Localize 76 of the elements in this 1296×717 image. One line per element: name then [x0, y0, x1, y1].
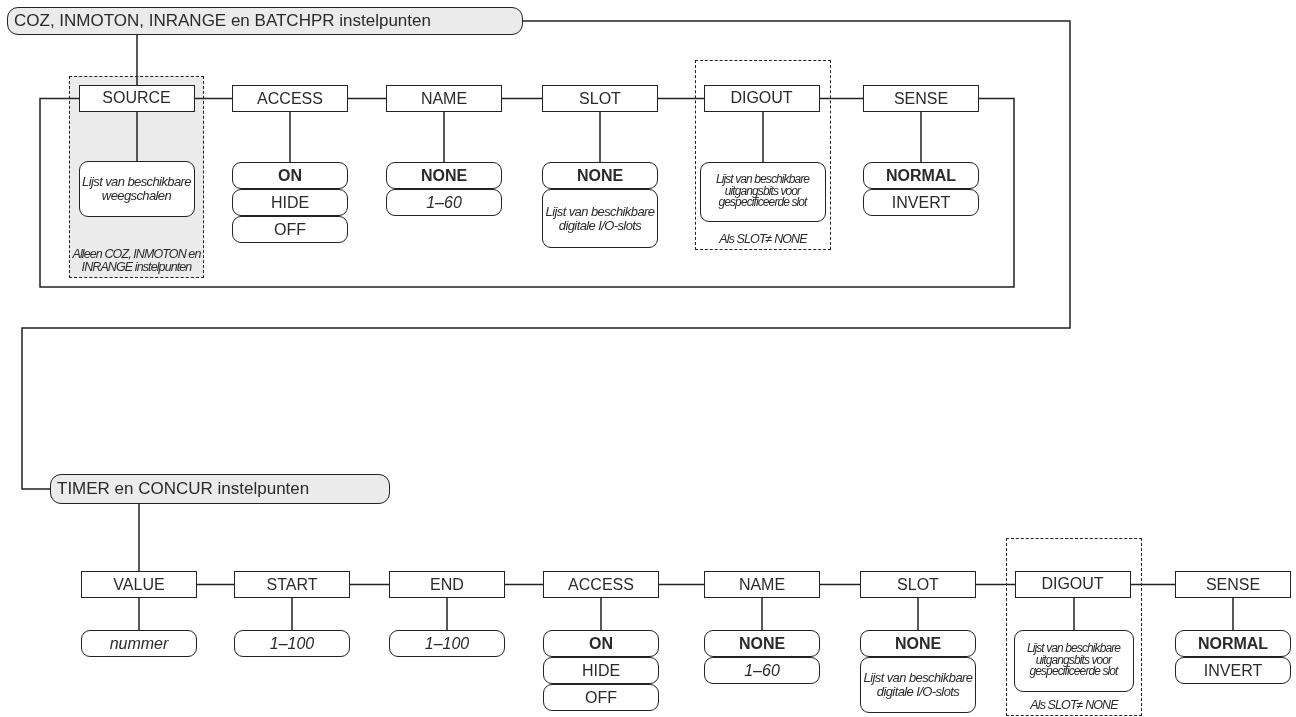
- parameter-box: START: [234, 571, 350, 598]
- connector-line: [975, 583, 1016, 586]
- parameter-box: ACCESS: [232, 85, 348, 112]
- description-box: Lijst van beschikbare weegschalen: [78, 160, 195, 217]
- option-box: NONE: [542, 162, 658, 189]
- connector-line: [347, 97, 387, 100]
- connector-line: [443, 111, 445, 163]
- option-box: OFF: [232, 216, 348, 243]
- connector-line: [196, 583, 235, 586]
- connector-line: [761, 597, 763, 631]
- connector-line: [599, 111, 601, 163]
- connector-line: [819, 583, 861, 586]
- parameter-box: DIGOUT: [703, 84, 820, 112]
- description-box: Lijst van beschikbare uitgangsbits voor gespecificeerde slot: [1013, 629, 1134, 692]
- parameter-box: DIGOUT: [1014, 570, 1131, 598]
- option-box: ON: [543, 630, 659, 657]
- option-box: NORMAL: [863, 162, 979, 189]
- connector-line: [194, 97, 233, 100]
- parameter-box: ACCESS: [543, 571, 659, 598]
- option-box: 1–60: [386, 189, 502, 216]
- connector-line: [136, 111, 138, 162]
- option-box: OFF: [543, 684, 659, 711]
- parameter-box: SENSE: [863, 85, 979, 112]
- connector-line: [349, 583, 390, 586]
- connector-line: [819, 97, 864, 100]
- parameter-box: SLOT: [542, 85, 658, 112]
- option-box: nummer: [81, 630, 197, 657]
- option-box: INVERT: [863, 189, 979, 216]
- connector-line: [1232, 597, 1234, 631]
- option-box: 1–60: [704, 657, 820, 684]
- connector-line: [136, 34, 138, 86]
- connector-line: [21, 20, 1071, 490]
- parameter-box: SOURCE: [78, 84, 195, 112]
- connector-line: [658, 583, 705, 586]
- note-text: Als SLOT≠ NONE: [1029, 698, 1120, 712]
- connector-line: [138, 597, 140, 631]
- dashed-group: [695, 60, 831, 250]
- description-box: Lijst van beschikbare uitgangsbits voor gespecificeerde slot: [699, 161, 826, 222]
- parameter-box: END: [389, 571, 505, 598]
- option-box: NONE: [704, 630, 820, 657]
- connector-line: [600, 597, 602, 631]
- option-box: 1–100: [389, 630, 505, 657]
- dashed-group: [69, 76, 204, 278]
- option-box: INVERT: [1175, 657, 1291, 684]
- connector-line: [1073, 597, 1075, 631]
- note-text: Alleen COZ, INMOTON en INRANGE instelpunten: [71, 247, 202, 274]
- dashed-group: [1006, 538, 1142, 716]
- connector-line: [1130, 583, 1176, 586]
- connector-line: [291, 597, 293, 631]
- connector-line: [917, 597, 919, 631]
- connector-line: [920, 111, 922, 163]
- connector-line: [138, 503, 140, 572]
- description-box: Lijst van beschikbare digitale I/O-slots: [542, 189, 658, 248]
- note-text: Als SLOT≠ NONE: [718, 232, 809, 246]
- parameter-box: SLOT: [860, 571, 976, 598]
- connector-line: [39, 97, 1015, 288]
- connector-line: [762, 111, 764, 163]
- option-box: NORMAL: [1175, 630, 1291, 657]
- option-box: 1–100: [234, 630, 350, 657]
- menu-header: TIMER en CONCUR instelpunten: [50, 474, 390, 504]
- option-box: HIDE: [543, 657, 659, 684]
- option-box: ON: [232, 162, 348, 189]
- connector-line: [446, 597, 448, 631]
- connector-line: [289, 111, 291, 163]
- parameter-box: NAME: [704, 571, 820, 598]
- menu-header: COZ, INMOTON, INRANGE en BATCHPR instelpunten: [7, 7, 523, 35]
- option-box: HIDE: [232, 189, 348, 216]
- option-box: NONE: [386, 162, 502, 189]
- parameter-box: SENSE: [1175, 571, 1291, 598]
- parameter-box: VALUE: [81, 571, 197, 598]
- connector-line: [657, 97, 705, 100]
- connector-line: [504, 583, 544, 586]
- option-box: NONE: [860, 630, 976, 657]
- connector-line: [501, 97, 543, 100]
- parameter-box: NAME: [386, 85, 502, 112]
- description-box: Lijst van beschikbare digitale I/O-slots: [860, 657, 976, 713]
